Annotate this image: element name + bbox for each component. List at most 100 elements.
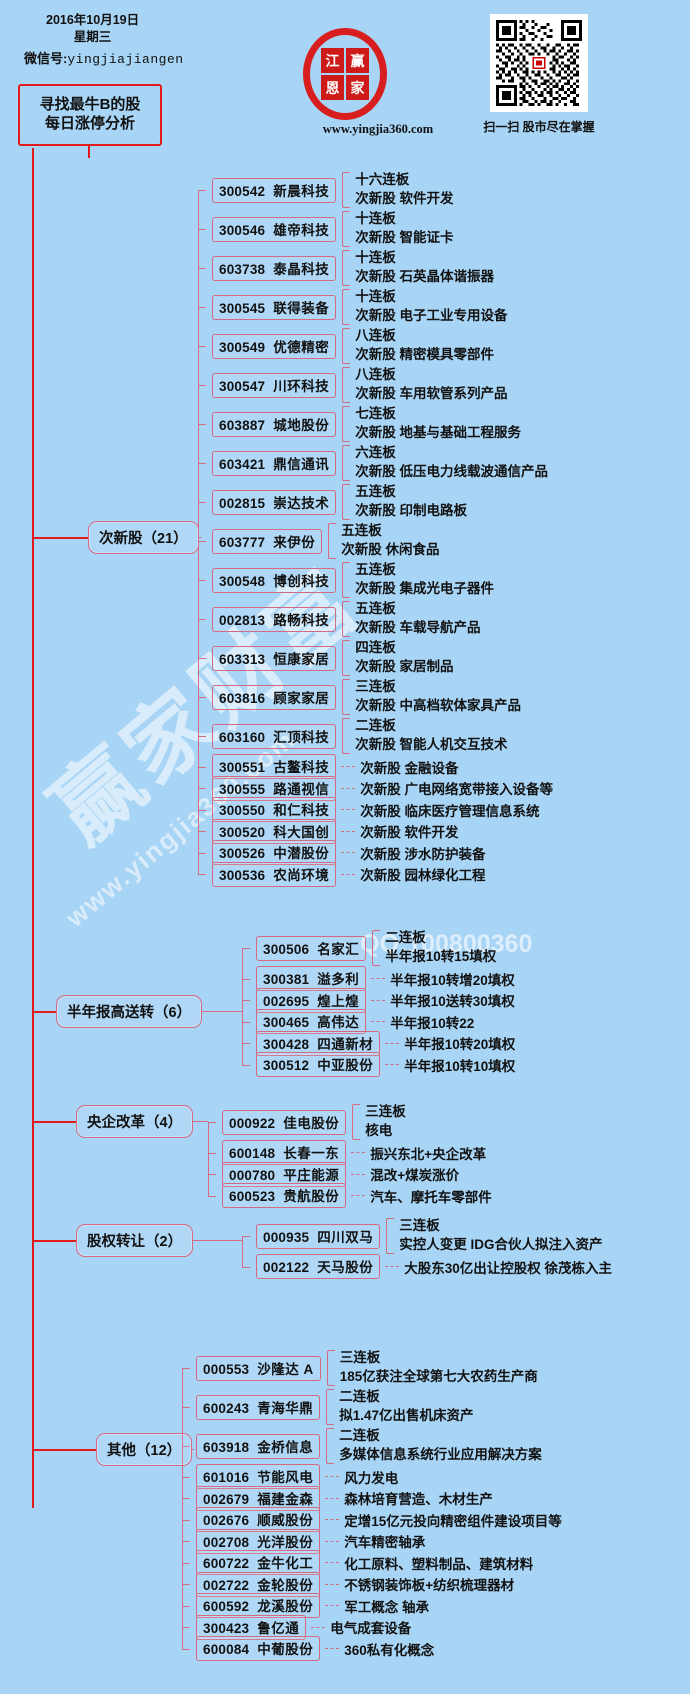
category-node-gaosongzhuan[interactable]: 半年报高送转（6） (56, 994, 203, 1028)
stock-code: 300545 (219, 300, 266, 316)
category-node-yangqigaige[interactable]: 央企改革（4） (76, 1104, 194, 1138)
spine-stub (33, 1240, 76, 1242)
stock-description: 汽车、摩托车零部件 (370, 1189, 492, 1205)
category-node-qita[interactable]: 其他（12） (96, 1432, 193, 1466)
wechat-label: 微信号: (24, 51, 68, 66)
logo-char: 恩 (321, 75, 344, 100)
category-node-cixingu[interactable]: 次新股（21） (88, 520, 199, 554)
category-node-guquanzhuanrang[interactable]: 股权转让（2） (76, 1223, 194, 1257)
